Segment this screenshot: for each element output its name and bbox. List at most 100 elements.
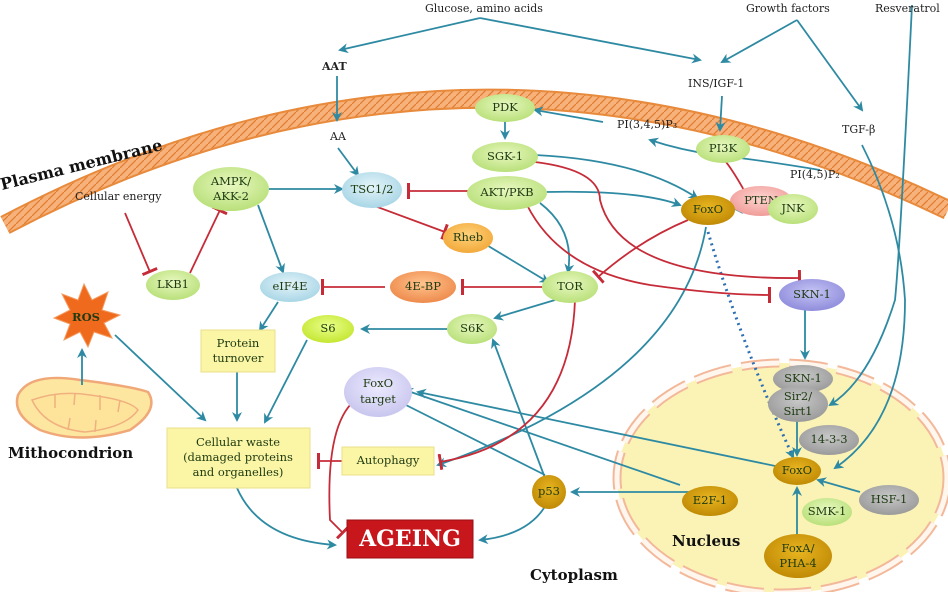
activation-edges [77,4,913,550]
nucleus-label: Nucleus [672,532,740,550]
ros-burst: ROS [52,282,122,349]
box-protein-turnover[interactable]: Protein turnover [200,329,276,373]
edge-tgf-foxonuc [833,144,906,470]
node-pi3k[interactable]: PI3K [696,135,750,163]
ampk-label-2: AKK-2 [212,189,249,203]
sirt-label-1: Sir2/ [784,389,812,403]
edge-sgk-skn1 [534,161,802,287]
nutrients-label: Glucose, amino acids [425,2,543,15]
edge-p53-foxotarget [390,397,546,476]
node-p53[interactable]: p53 [532,475,566,509]
node-skn1-nuclear[interactable]: SKN-1 [773,365,833,393]
edge-akt-skn1 [526,204,772,304]
node-e2f1[interactable]: E2F-1 [682,486,738,516]
edge-pip3-pdk [533,106,604,123]
node-s6k[interactable]: S6K [447,314,497,344]
node-sgk1[interactable]: SGK-1 [472,142,538,172]
pip3-label: PI(3,4,5)P₃ [617,118,677,131]
aat-label: AAT [321,60,347,73]
edge-eif4e-protein [258,301,279,332]
edge-tor-autophagy [437,299,576,471]
foxo-label: FoxO [693,202,723,216]
node-s6[interactable]: S6 [302,315,354,343]
akt-label: AKT/PKB [479,185,533,199]
edge-growth-insigf [720,19,798,63]
e2f1-label: E2F-1 [693,493,727,507]
edge-energy-lkb1 [124,212,158,277]
node-tsc[interactable]: TSC1/2 [342,172,402,208]
mitochondrion [15,376,153,439]
cellular-waste-label-3: and organelles) [193,465,284,479]
foxa-label-2: PHA-4 [779,556,816,570]
node-lkb1[interactable]: LKB1 [146,270,200,300]
resveratrol-label: Resveratrol [875,2,940,15]
s6k-label: S6K [460,321,484,335]
node-ampk[interactable]: AMPK/AKK-2 [193,167,269,211]
ros-label: ROS [72,310,100,324]
cytoplasm-label: Cytoplasm [530,566,618,584]
node-jnk[interactable]: JNK [768,194,818,224]
plasma-membrane [0,88,948,234]
node-akt[interactable]: AKT/PKB [467,176,547,210]
edge-foxo-autophagy [436,226,707,468]
edge-p53-ageing [478,502,548,545]
node-foxo[interactable]: FoxO [681,195,735,225]
edge-foxonuc-foxotarget [416,388,786,469]
node-hsf1[interactable]: HSF-1 [859,485,919,515]
growth-factors-label: Growth factors [746,2,830,15]
protein-turnover-label-1: Protein [217,336,260,350]
edge-growth-tgf [796,19,864,112]
skn1-label: SKN-1 [793,287,831,301]
box-ageing[interactable]: AGEING [346,519,474,559]
node-4ebp[interactable]: 4E-BP [390,271,456,303]
edge-resveratrol-sirt [828,4,913,407]
node-rheb[interactable]: Rheb [443,223,493,253]
edge-akt-tor [539,202,575,274]
tor-label: TOR [557,279,583,293]
autophagy-label: Autophagy [356,453,420,467]
pdk-label: PDK [492,100,518,114]
mitochondrion-label: Mithocondrion [8,444,133,462]
edge-nutrients-aat [338,17,481,54]
node-pdk[interactable]: PDK [475,94,535,122]
node-tor[interactable]: TOR [542,271,598,303]
tgf-beta-label: TGF-β [842,123,875,136]
pten-label: PTEN [744,193,778,207]
hsf1-label: HSF-1 [871,492,908,506]
rheb-label: Rheb [453,230,483,244]
ageing-label: AGEING [358,526,461,552]
protein-turnover-label-2: turnover [213,351,264,365]
box-autophagy[interactable]: Autophagy [341,446,435,476]
foxa-label-1: FoxA/ [782,541,815,555]
skn1-nuclear-label: SKN-1 [784,371,822,385]
node-14-3-3[interactable]: 14-3-3 [799,425,859,455]
inhibition-edges [124,148,802,540]
node-sirt[interactable]: Sir2/Sirt1 [768,386,828,422]
foxo-target-label-2: target [360,392,396,406]
jnk-label: JNK [780,201,805,215]
edge-hsf1-foxonuc [816,477,861,493]
lkb1-label: LKB1 [157,277,189,291]
foxo-nuclear-label: FoxO [782,463,812,477]
node-smk1[interactable]: SMK-1 [802,498,852,526]
node-eif4e[interactable]: eIF4E [260,272,320,302]
cellular-waste-label-1: Cellular waste [196,435,280,449]
pip2-label: PI(4,5)P₂ [790,168,840,181]
box-cellular-waste[interactable]: Cellular waste (damaged proteins and org… [166,427,311,489]
edge-s6-waste [264,339,308,424]
node-skn1[interactable]: SKN-1 [779,279,845,311]
4ebp-label: 4E-BP [405,279,441,293]
aa-label: AA [329,130,347,143]
node-foxo-nuclear[interactable]: FoxO [773,457,821,485]
edge-rheb-tor [484,243,550,284]
tsc-label: TSC1/2 [351,182,394,196]
edge-waste-ageing [236,487,337,550]
edge-e2f1-foxotarget [403,387,681,486]
edge-ampk-eif4e [257,204,285,274]
ampk-label-1: AMPK/ [210,174,251,188]
node-foxa[interactable]: FoxA/PHA-4 [764,534,832,578]
edge-tor-s6k [493,299,556,321]
smk1-label: SMK-1 [808,504,847,518]
